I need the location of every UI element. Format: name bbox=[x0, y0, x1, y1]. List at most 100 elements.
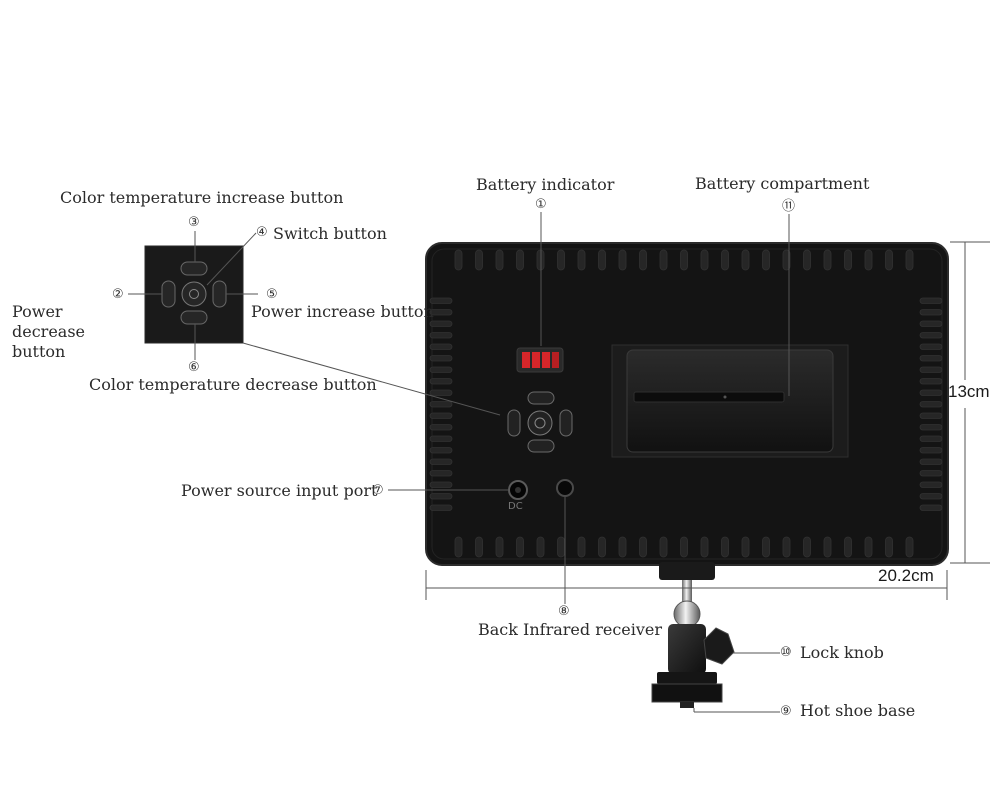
vent-slot bbox=[919, 378, 943, 385]
vent-slot bbox=[454, 536, 463, 558]
vent-slot bbox=[429, 309, 453, 316]
marker-4: ④ bbox=[256, 225, 268, 240]
vent-slot bbox=[919, 355, 943, 362]
leader-lines bbox=[128, 212, 990, 713]
vent-slot bbox=[429, 447, 453, 454]
vent-slot bbox=[700, 536, 709, 558]
vent-slot bbox=[919, 435, 943, 442]
vent-slot bbox=[762, 536, 770, 558]
vent-slot bbox=[618, 536, 627, 558]
vent-slot bbox=[919, 458, 943, 465]
vent-slot bbox=[429, 458, 453, 465]
vent-slot bbox=[721, 249, 729, 271]
vent-slot bbox=[844, 536, 852, 558]
vent-slot bbox=[741, 536, 750, 558]
vent-slot bbox=[762, 249, 770, 271]
vent-slot bbox=[454, 249, 463, 271]
vent-slot bbox=[782, 249, 791, 271]
vent-slot bbox=[885, 536, 893, 558]
vent-slot bbox=[919, 447, 943, 454]
vent-slot bbox=[919, 412, 943, 419]
vent-slot bbox=[598, 249, 606, 271]
vent-slot bbox=[823, 249, 832, 271]
vent-slot bbox=[516, 249, 524, 271]
vent-slot bbox=[919, 424, 943, 431]
vent-slot bbox=[919, 389, 943, 396]
vent-slot bbox=[475, 249, 483, 271]
marker-1: ① bbox=[535, 197, 547, 212]
vent-slot bbox=[429, 389, 453, 396]
vent-slot bbox=[618, 249, 627, 271]
lock-knob-label: Lock knob bbox=[800, 643, 884, 662]
vent-slot bbox=[429, 401, 453, 408]
vent-slot bbox=[429, 355, 453, 362]
power-source-input-label: Power source input port bbox=[181, 481, 378, 500]
vent-slot bbox=[557, 249, 565, 271]
vent-slot bbox=[919, 332, 943, 339]
vent-slot bbox=[700, 249, 709, 271]
vent-slot bbox=[639, 536, 647, 558]
vent-slot bbox=[919, 320, 943, 327]
vent-slot bbox=[864, 536, 873, 558]
vent-slot bbox=[659, 249, 668, 271]
dc-port-label: DC bbox=[508, 501, 523, 512]
vent-slot bbox=[429, 424, 453, 431]
vent-slot bbox=[864, 249, 873, 271]
vent-slot bbox=[905, 536, 914, 558]
vent-slot bbox=[803, 536, 811, 558]
vent-slot bbox=[905, 249, 914, 271]
vent-slot bbox=[429, 378, 453, 385]
height-dimension: 13cm bbox=[948, 382, 990, 401]
vent-slot bbox=[885, 249, 893, 271]
vent-slot bbox=[919, 366, 943, 373]
vent-slot bbox=[680, 536, 688, 558]
vent-slot bbox=[782, 536, 791, 558]
vent-slot bbox=[429, 493, 453, 500]
marker-6: ⑥ bbox=[188, 360, 200, 375]
marker-10: ⑩ bbox=[780, 645, 792, 660]
color-temp-increase-label: Color temperature increase button bbox=[60, 188, 344, 207]
panel-control-buttons bbox=[507, 391, 573, 453]
power-increase-label: Power increase button bbox=[251, 302, 434, 321]
vent-slot bbox=[680, 249, 688, 271]
vent-slot bbox=[919, 470, 943, 477]
vent-slot bbox=[429, 320, 453, 327]
vent-slot bbox=[429, 504, 453, 511]
battery-indicator-label: Battery indicator bbox=[476, 175, 615, 194]
color-temp-decrease-label: Color temperature decrease button bbox=[89, 375, 377, 394]
marker-9: ⑨ bbox=[780, 704, 792, 719]
vent-slot bbox=[429, 412, 453, 419]
vent-slot bbox=[639, 249, 647, 271]
vent-slot bbox=[721, 536, 729, 558]
switch-button-label: Switch button bbox=[273, 224, 387, 243]
vent-slot bbox=[919, 504, 943, 511]
cooling-vents bbox=[429, 249, 943, 558]
ball-head-mount bbox=[651, 562, 735, 708]
marker-5: ⑤ bbox=[266, 287, 278, 302]
power-decrease-label: Power decrease button bbox=[12, 302, 86, 361]
vent-slot bbox=[598, 536, 606, 558]
vent-slot bbox=[823, 536, 832, 558]
vent-slot bbox=[919, 297, 943, 304]
vent-slot bbox=[475, 536, 483, 558]
vent-slot bbox=[429, 481, 453, 488]
vent-slot bbox=[844, 249, 852, 271]
marker-8: ⑧ bbox=[558, 604, 570, 619]
vent-slot bbox=[429, 332, 453, 339]
battery-indicator-display bbox=[516, 347, 564, 373]
marker-7: ⑦ bbox=[372, 483, 384, 498]
vent-slot bbox=[741, 249, 750, 271]
vent-slot bbox=[557, 536, 565, 558]
vent-slot bbox=[429, 435, 453, 442]
battery-compartment-frame bbox=[611, 344, 849, 458]
vent-slot bbox=[577, 536, 586, 558]
vent-slot bbox=[577, 249, 586, 271]
marker-2: ② bbox=[112, 287, 124, 302]
vent-slot bbox=[659, 536, 668, 558]
width-dimension: 20.2cm bbox=[878, 566, 934, 585]
vent-slot bbox=[516, 536, 524, 558]
vent-slot bbox=[495, 249, 504, 271]
vent-slot bbox=[919, 481, 943, 488]
